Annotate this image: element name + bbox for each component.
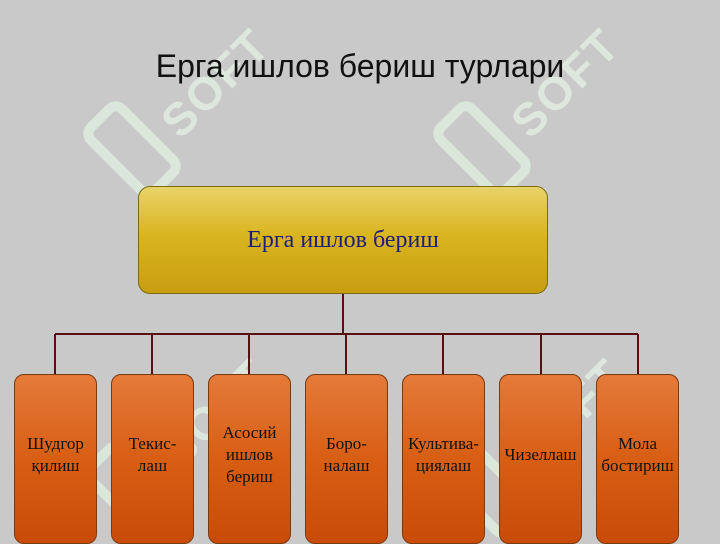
- child-node-label: Мола бостириш: [601, 434, 674, 475]
- root-node-label: Ерга ишлов бериш: [247, 226, 439, 253]
- slide-title: Ерга ишлов бериш турлари: [155, 48, 565, 84]
- child-node: Асосий ишлов бериш: [208, 374, 291, 544]
- child-node: Боро- налаш: [305, 374, 388, 544]
- child-node-label: Текис- лаш: [128, 434, 177, 475]
- child-node: Шудгор қилиш: [14, 374, 97, 544]
- child-node-label: Асосий ишлов бериш: [222, 423, 277, 486]
- child-node-label: Боро- налаш: [323, 434, 370, 475]
- child-node-label: Чизеллаш: [504, 445, 577, 464]
- child-node-label: Шудгор қилиш: [27, 434, 84, 475]
- root-node: Ерга ишлов бериш: [138, 186, 548, 294]
- child-node-label: Культива- циялаш: [408, 434, 479, 475]
- child-node: Мола бостириш: [596, 374, 679, 544]
- child-node: Чизеллаш: [499, 374, 582, 544]
- child-node: Культива- циялаш: [402, 374, 485, 544]
- child-node: Текис- лаш: [111, 374, 194, 544]
